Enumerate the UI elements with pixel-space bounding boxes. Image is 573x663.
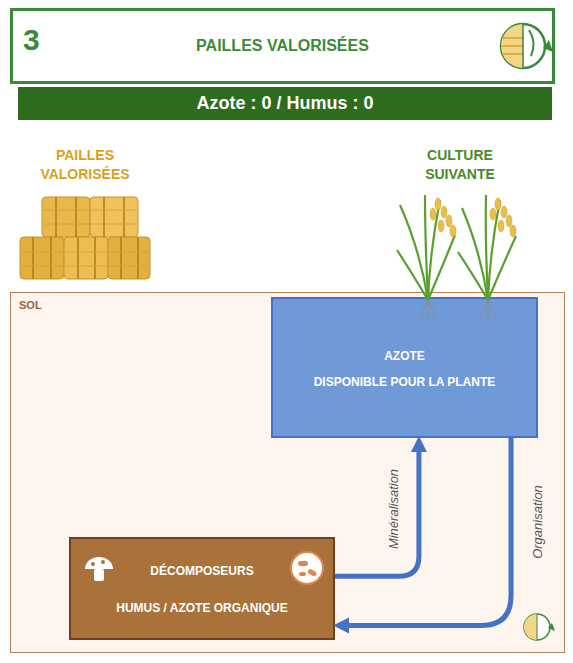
callout-number: 3 [23,23,40,57]
panel-title: PAILLES VALORISÉES [73,37,492,55]
header-box: 3 PAILLES VALORISÉES [10,8,555,84]
soil-box: SOL AZOTE DISPONIBLE POUR LA PLANTE DÉCOMPO… [10,292,565,653]
box-text: HUMUS / AZOTE ORGANIQUE [75,601,329,615]
box-heading: DÉCOMPOSEURS [111,564,293,578]
box-text: DISPONIBLE POUR LA PLANTE [277,375,532,389]
decomposer-box: DÉCOMPOSEURS HUMUS / AZOTE ORGANIQUE [69,537,335,640]
edge-label: Minéralisation [385,469,400,549]
balance-text: Azote : 0 / Humus : 0 [18,87,552,120]
nitrogen-box: AZOTE DISPONIBLE POUR LA PLANTE [271,297,538,438]
edge-label: Organisation [530,485,545,559]
box-heading: AZOTE [277,349,532,363]
illustration-label: CULTURE SUIVANTE [412,146,508,184]
status-band: Azote : 0 / Humus : 0 [18,87,552,120]
straw-bales [20,197,150,279]
illustration-label: PAILLES VALORISÉES [30,146,140,184]
zone-label: SOL [19,299,42,311]
